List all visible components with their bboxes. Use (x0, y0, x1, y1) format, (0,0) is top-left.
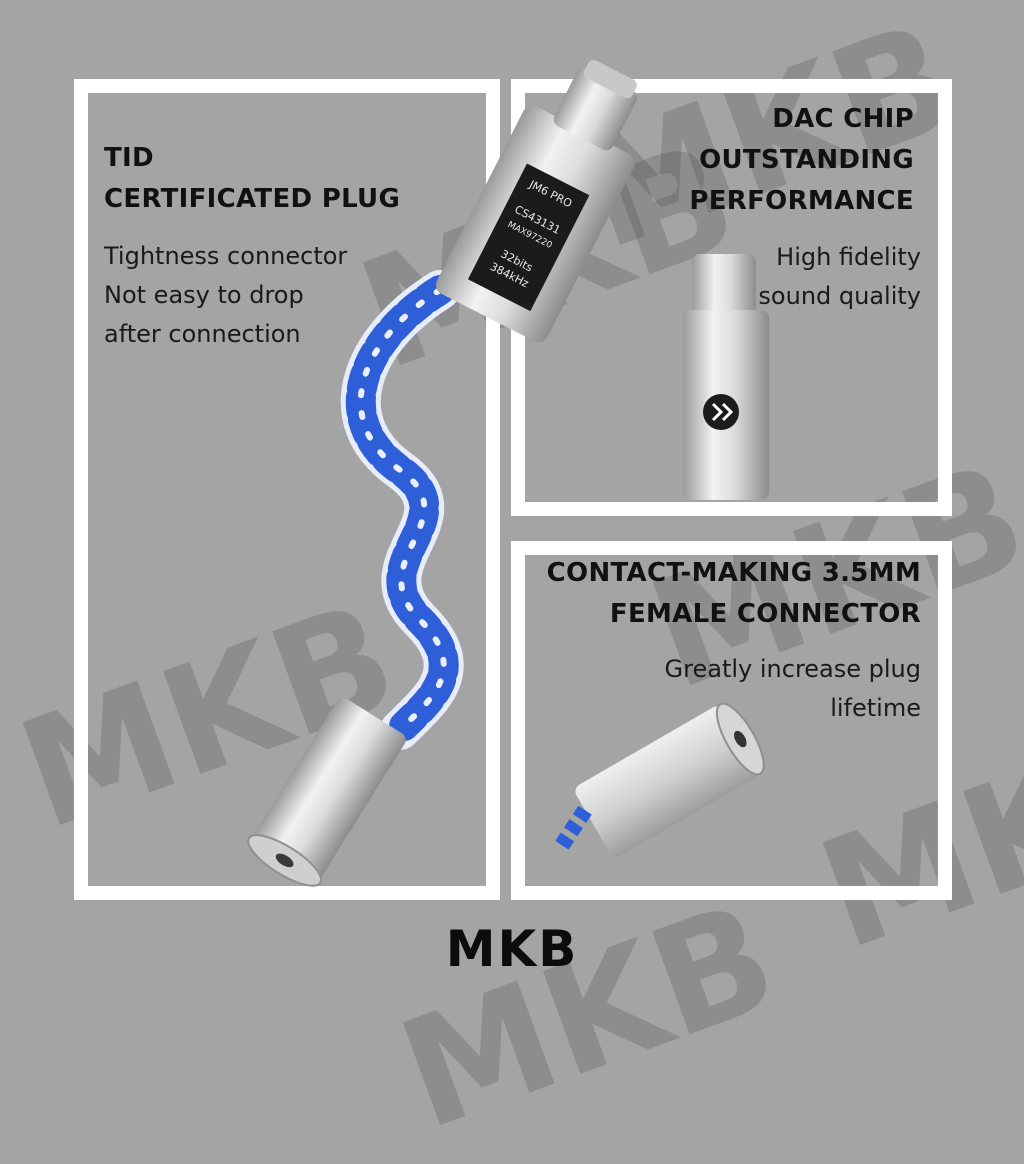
heading-line: FEMALE CONNECTOR (609, 599, 921, 629)
heading-line: OUTSTANDING (699, 145, 914, 175)
female-connector-closeup (553, 702, 765, 857)
description-line: Not easy to drop (104, 281, 304, 309)
description-line: after connection (104, 320, 301, 348)
female-jack-barrel (247, 698, 406, 887)
description-line: Tightness connector (104, 242, 348, 270)
top-right-panel-heading: DAC CHIP OUTSTANDING PERFORMANCE (689, 99, 914, 222)
top-right-panel-description: High fidelity sound quality (758, 238, 921, 316)
product-illustration: JM6 PRO CS43131 MAX97220 32bits 384kHz (247, 60, 769, 887)
description-line: lifetime (830, 694, 921, 722)
heading-line: CONTACT-MAKING 3.5MM (546, 558, 921, 588)
braided-cable (340, 270, 464, 750)
heading-line: TID (104, 143, 154, 173)
usb-c-adapter-icon (683, 254, 769, 500)
heading-line: DAC CHIP (772, 104, 914, 134)
left-panel-description: Tightness connector Not easy to drop aft… (104, 237, 347, 354)
heading-line: PERFORMANCE (689, 186, 914, 216)
usb-c-dac-housing (435, 60, 637, 343)
brand-logo-text: MKB (445, 920, 579, 978)
left-panel-heading: TID CERTIFICATED PLUG (104, 138, 400, 220)
bottom-right-panel-frame (511, 541, 952, 900)
description-line: Greatly increase plug (664, 655, 921, 683)
heading-line: CERTIFICATED PLUG (104, 184, 401, 214)
bottom-right-panel-heading: CONTACT-MAKING 3.5MM FEMALE CONNECTOR (547, 553, 921, 635)
description-line: sound quality (758, 282, 921, 310)
bottom-right-panel-description: Greatly increase plug lifetime (665, 650, 921, 728)
description-line: High fidelity (776, 243, 921, 271)
